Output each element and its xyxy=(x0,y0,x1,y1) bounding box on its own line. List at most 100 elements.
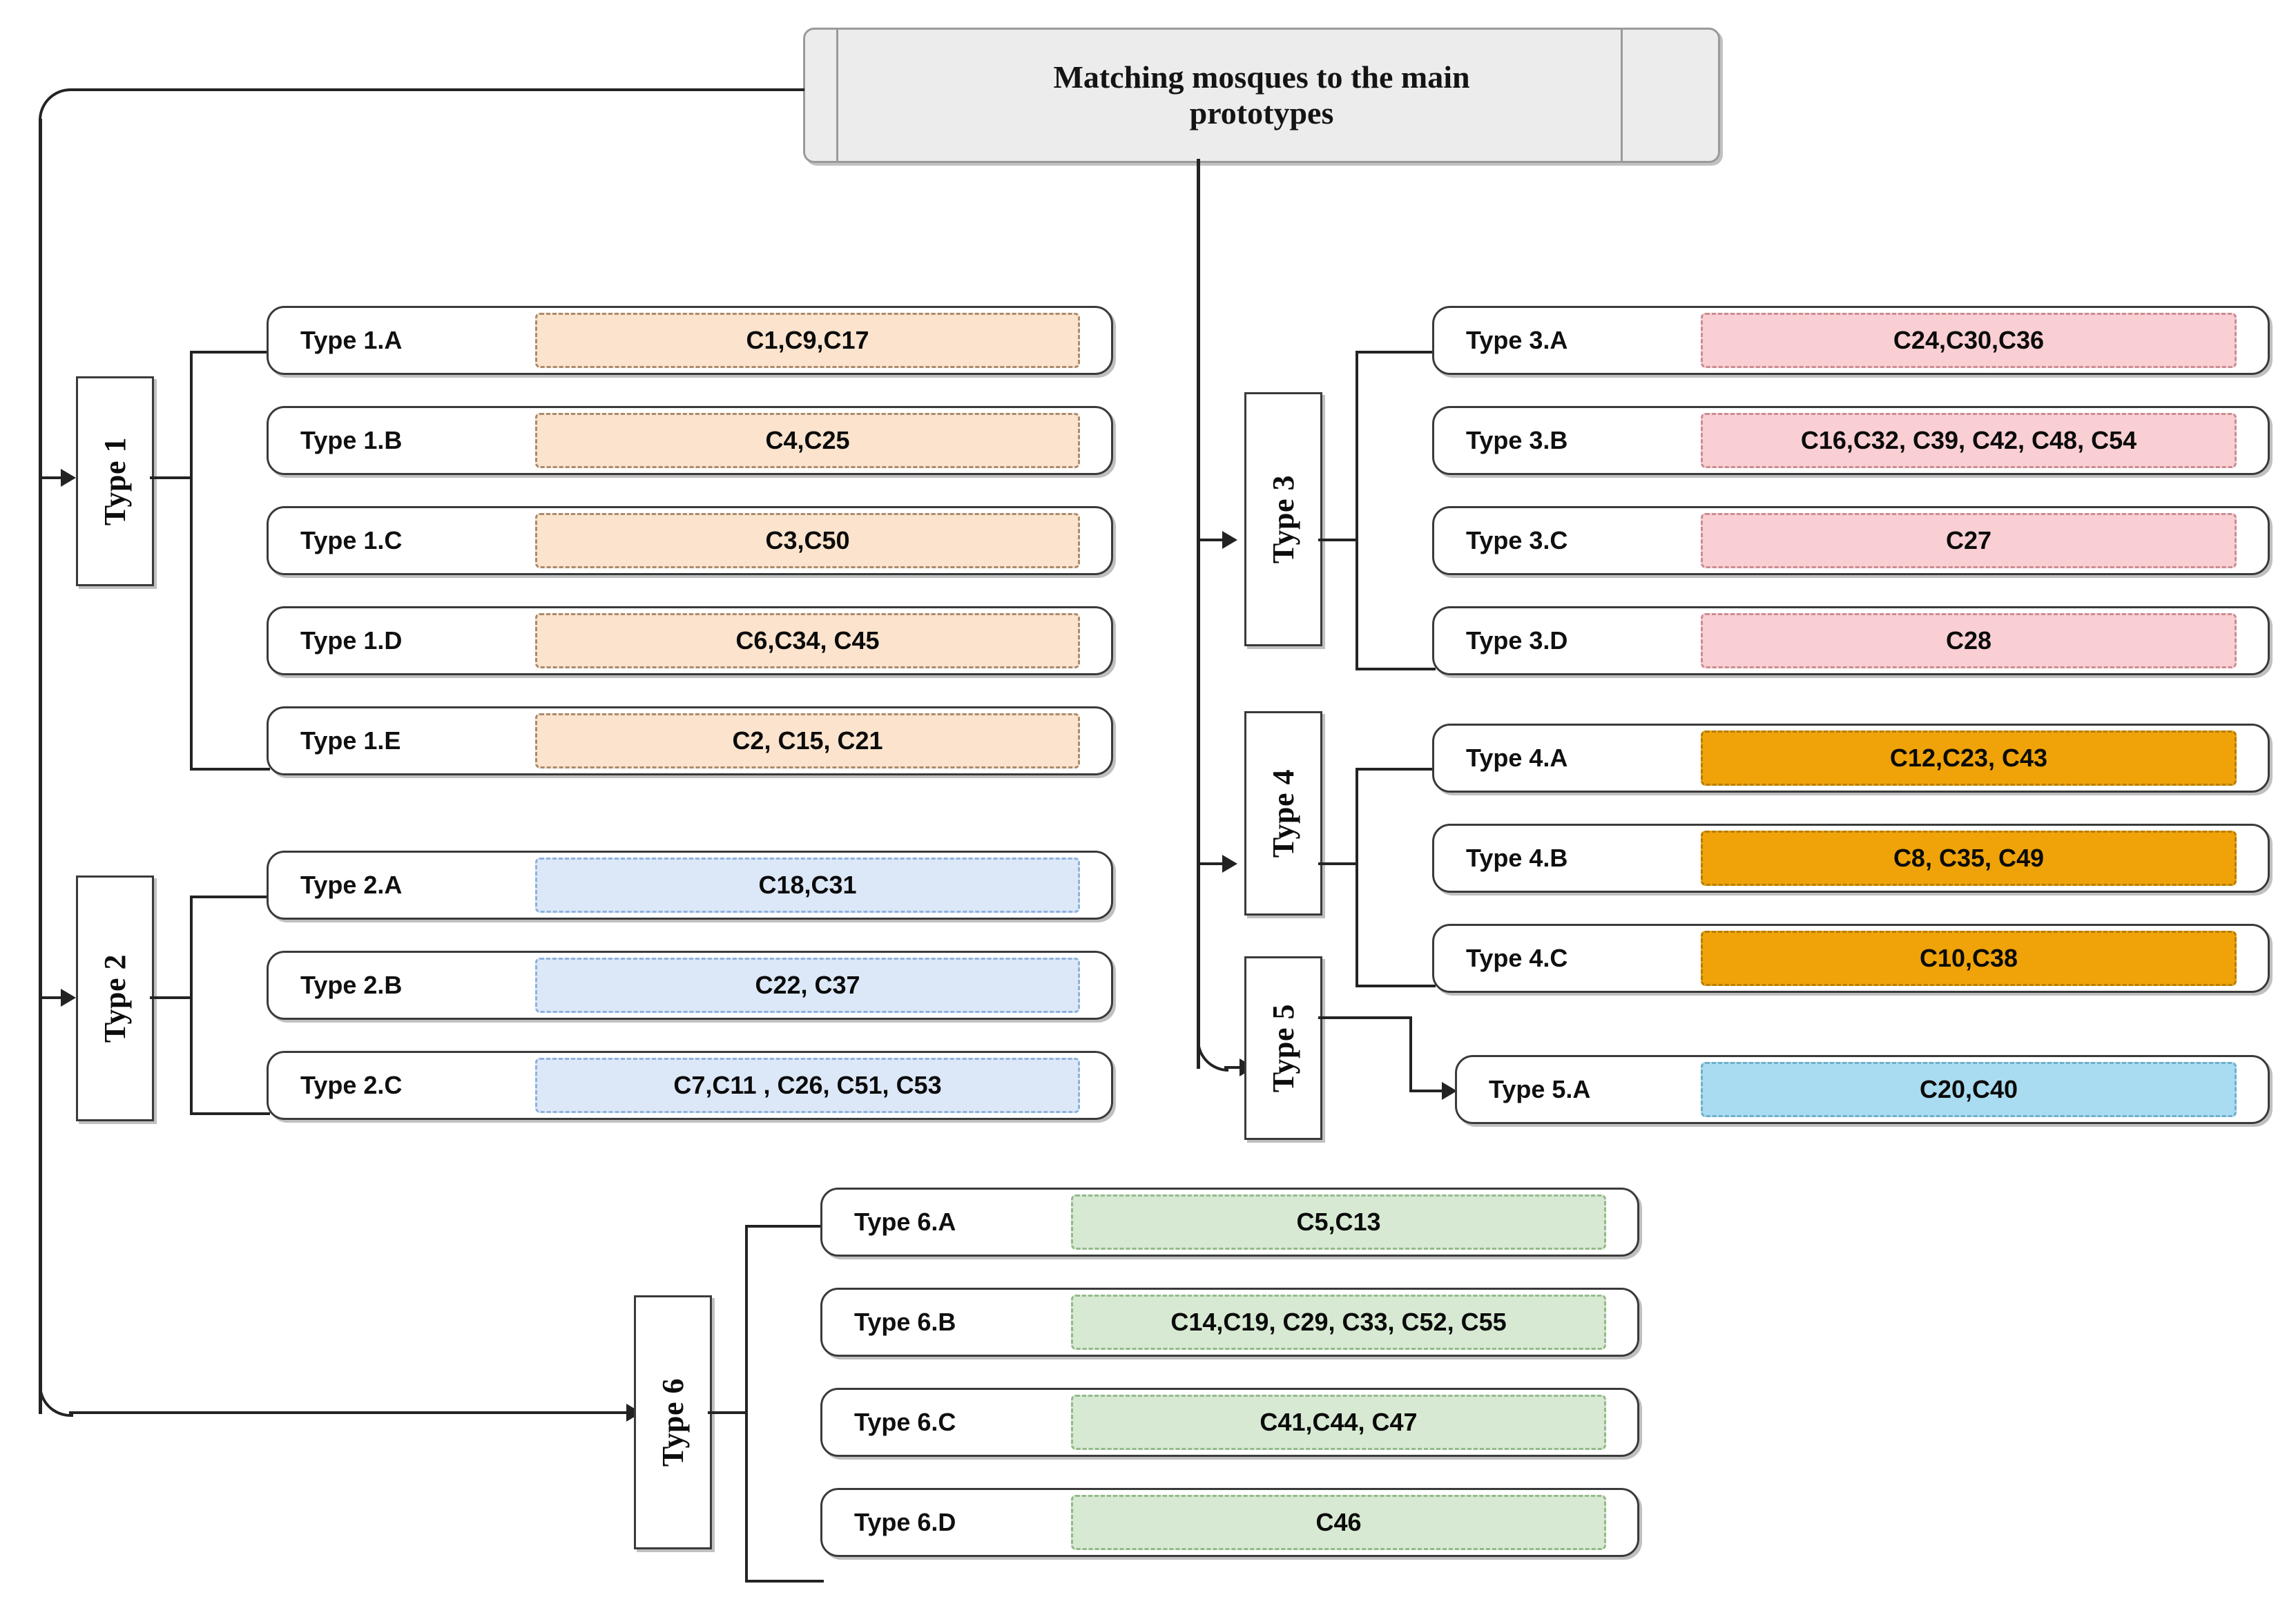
row-items-fill: C1,C9,C17 xyxy=(535,313,1080,368)
stem-type-5-drop xyxy=(1409,1016,1412,1092)
row-type-2-a[interactable]: Type 2.A C18,C31 xyxy=(267,851,1113,920)
stem-type-2 xyxy=(150,996,191,999)
row-items: C16,C32, C39, C42, C48, C54 xyxy=(1800,426,2137,454)
type-box-type-4[interactable]: Type 4 xyxy=(1244,711,1322,916)
row-items-fill: C4,C25 xyxy=(535,413,1080,468)
row-type-3-a[interactable]: Type 3.A C24,C30,C36 xyxy=(1432,306,2270,375)
row-label: Type 2.B xyxy=(300,971,403,999)
row-items-fill: C20,C40 xyxy=(1701,1062,2237,1117)
row-items: C27 xyxy=(1945,526,1992,554)
stem-type-3 xyxy=(1318,539,1357,541)
row-type-4-a[interactable]: Type 4.A C12,C23, C43 xyxy=(1432,724,2270,793)
row-type-1-c[interactable]: Type 1.C C3,C50 xyxy=(267,506,1113,575)
row-items-fill: C12,C23, C43 xyxy=(1701,731,2237,786)
bracket-type-1 xyxy=(190,351,270,771)
diagram-title-box: Matching mosques to the main prototypes xyxy=(803,28,1720,163)
row-label: Type 4.A xyxy=(1466,744,1568,772)
stem-type-5-run xyxy=(1409,1090,1445,1092)
type-box-label-type-1: Type 1 xyxy=(98,436,132,526)
row-items: C28 xyxy=(1945,626,1992,655)
row-items: C24,C30,C36 xyxy=(1893,326,2045,354)
arrow-type-5-row xyxy=(1442,1082,1457,1100)
row-type-1-d[interactable]: Type 1.D C6,C34, C45 xyxy=(267,606,1113,675)
trunk-left-vertical xyxy=(39,119,42,1414)
bracket-type-3 xyxy=(1356,351,1436,670)
row-label: Type 3.B xyxy=(1466,426,1568,454)
row-items: C12,C23, C43 xyxy=(1889,744,2048,772)
branch-to-type-3 xyxy=(1199,539,1224,541)
row-label: Type 1.B xyxy=(300,426,403,454)
arrow-to-type-3 xyxy=(1222,531,1237,549)
stem-type-5 xyxy=(1318,1016,1412,1019)
row-items: C4,C25 xyxy=(765,426,850,454)
row-label: Type 2.A xyxy=(300,871,403,899)
row-label: Type 3.C xyxy=(1466,526,1568,554)
row-items: C46 xyxy=(1315,1508,1362,1536)
row-items: C41,C44, C47 xyxy=(1260,1408,1418,1436)
row-label: Type 4.C xyxy=(1466,944,1568,972)
row-items: C10,C38 xyxy=(1919,944,2018,972)
bracket-type-6 xyxy=(745,1225,824,1583)
row-label: Type 1.C xyxy=(300,526,403,554)
trunk-left-top-segment xyxy=(69,88,804,91)
row-label: Type 1.E xyxy=(300,726,401,755)
type-box-type-5[interactable]: Type 5 xyxy=(1244,956,1322,1140)
branch-to-type-4 xyxy=(1199,862,1224,865)
row-type-4-b[interactable]: Type 4.B C8, C35, C49 xyxy=(1432,824,2270,893)
row-type-1-e[interactable]: Type 1.E C2, C15, C21 xyxy=(267,706,1113,775)
branch-to-type-1 xyxy=(41,476,63,479)
arrow-to-type-4 xyxy=(1222,855,1237,873)
row-type-6-c[interactable]: Type 6.C C41,C44, C47 xyxy=(820,1388,1639,1457)
row-type-6-d[interactable]: Type 6.D C46 xyxy=(820,1488,1639,1557)
row-label: Type 5.A xyxy=(1489,1075,1591,1103)
stem-type-6 xyxy=(708,1411,746,1414)
type-box-type-2[interactable]: Type 2 xyxy=(76,875,154,1121)
row-type-2-b[interactable]: Type 2.B C22, C37 xyxy=(267,951,1113,1020)
row-label: Type 1.D xyxy=(300,626,403,655)
row-items: C14,C19, C29, C33, C52, C55 xyxy=(1170,1308,1507,1336)
type-box-label-type-5: Type 5 xyxy=(1266,1003,1300,1093)
row-items: C2, C15, C21 xyxy=(732,726,883,755)
row-label: Type 6.B xyxy=(854,1308,956,1336)
row-items: C8, C35, C49 xyxy=(1893,844,2045,872)
row-items-fill: C27 xyxy=(1701,513,2237,568)
type-box-label-type-4: Type 4 xyxy=(1266,768,1300,858)
type-box-type-6[interactable]: Type 6 xyxy=(634,1295,712,1549)
row-items: C18,C31 xyxy=(758,871,857,899)
row-type-4-c[interactable]: Type 4.C C10,C38 xyxy=(1432,924,2270,993)
row-items-fill: C6,C34, C45 xyxy=(535,613,1080,668)
row-items: C1,C9,C17 xyxy=(746,326,869,354)
bracket-type-2 xyxy=(190,896,270,1115)
row-items: C6,C34, C45 xyxy=(735,626,880,655)
row-items-fill: C41,C44, C47 xyxy=(1071,1395,1606,1450)
row-label: Type 3.A xyxy=(1466,326,1568,354)
type-box-type-1[interactable]: Type 1 xyxy=(76,376,154,586)
page-title: Matching mosques to the main prototypes xyxy=(1053,59,1470,130)
type-box-label-type-3: Type 3 xyxy=(1266,474,1300,564)
row-type-3-d[interactable]: Type 3.D C28 xyxy=(1432,606,2270,675)
row-items-fill: C22, C37 xyxy=(535,958,1080,1013)
title-left-bar xyxy=(836,30,838,161)
type-box-type-3[interactable]: Type 3 xyxy=(1244,392,1322,646)
row-type-5-a[interactable]: Type 5.A C20,C40 xyxy=(1455,1055,2270,1124)
row-type-1-a[interactable]: Type 1.A C1,C9,C17 xyxy=(267,306,1113,375)
row-items-fill: C16,C32, C39, C42, C48, C54 xyxy=(1701,413,2237,468)
row-type-6-b[interactable]: Type 6.B C14,C19, C29, C33, C52, C55 xyxy=(820,1288,1639,1357)
trunk-center-vertical xyxy=(1197,159,1200,1069)
row-items: C22, C37 xyxy=(755,971,860,999)
row-type-6-a[interactable]: Type 6.A C5,C13 xyxy=(820,1188,1639,1257)
row-type-1-b[interactable]: Type 1.B C4,C25 xyxy=(267,406,1113,475)
type-box-label-type-6: Type 6 xyxy=(656,1377,690,1467)
row-type-3-b[interactable]: Type 3.B C16,C32, C39, C42, C48, C54 xyxy=(1432,406,2270,475)
branch-to-type-6 xyxy=(69,1411,631,1414)
row-items: C20,C40 xyxy=(1919,1075,2018,1103)
row-type-2-c[interactable]: Type 2.C C7,C11 , C26, C51, C53 xyxy=(267,1051,1113,1120)
row-type-3-c[interactable]: Type 3.C C27 xyxy=(1432,506,2270,575)
row-label: Type 6.A xyxy=(854,1208,956,1236)
arrow-to-type-1 xyxy=(61,469,76,487)
row-items-fill: C10,C38 xyxy=(1701,931,2237,986)
row-items-fill: C2, C15, C21 xyxy=(535,713,1080,768)
row-label: Type 6.C xyxy=(854,1408,956,1436)
row-label: Type 6.D xyxy=(854,1508,956,1536)
branch-to-type-5 xyxy=(1224,1066,1244,1069)
